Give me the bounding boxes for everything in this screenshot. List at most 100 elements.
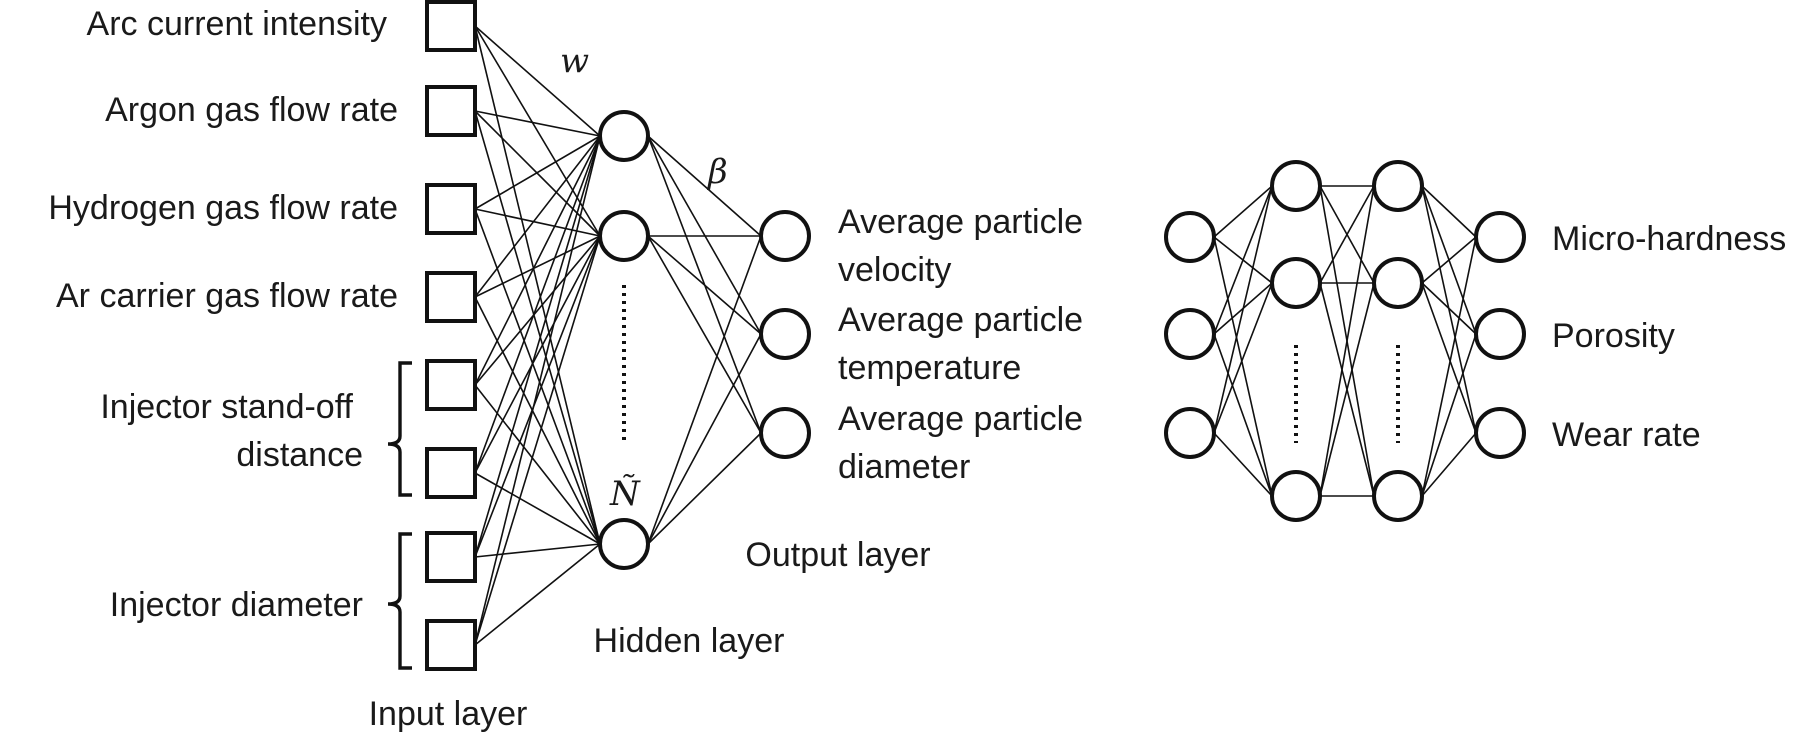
connection-line — [1319, 185, 1375, 284]
connection-line — [647, 135, 762, 335]
output-weight-symbol: β — [706, 152, 728, 192]
right-hidden-node — [1372, 160, 1424, 212]
connection-line — [647, 333, 762, 545]
connection-line — [1213, 236, 1273, 497]
connection-line — [647, 235, 762, 545]
output-node — [759, 308, 811, 360]
connection-line — [1421, 236, 1477, 284]
right-output-label: Porosity — [1552, 317, 1675, 355]
connection-line — [474, 235, 601, 474]
connection-line — [647, 235, 762, 335]
right-hidden-node — [1270, 257, 1322, 309]
left-network-connections — [474, 25, 762, 646]
input-group-label: distance — [236, 436, 363, 474]
right-input-node — [1164, 211, 1216, 263]
hidden-count-symbol: Ñ — [609, 473, 641, 514]
connection-line — [474, 135, 601, 210]
connection-line — [474, 208, 601, 237]
input-node — [425, 85, 477, 137]
connection-line — [647, 235, 762, 434]
input-weight-symbol: w — [560, 41, 589, 81]
connection-line — [647, 432, 762, 545]
connection-line — [1421, 185, 1477, 238]
connection-line — [1421, 333, 1477, 497]
hidden-node — [598, 110, 650, 162]
connection-line — [474, 110, 601, 237]
input-label: Hydrogen gas flow rate — [48, 189, 398, 227]
output-label: temperature — [838, 349, 1021, 387]
right-output-node — [1474, 308, 1526, 360]
input-group-brace — [387, 532, 412, 670]
connection-line — [474, 110, 601, 137]
connection-line — [1421, 282, 1477, 335]
connection-line — [474, 543, 601, 646]
connection-line — [474, 135, 601, 646]
connection-line — [474, 25, 601, 545]
hidden-node — [598, 210, 650, 262]
connection-line — [1421, 282, 1477, 434]
connection-line — [474, 384, 601, 545]
connection-line — [474, 543, 601, 558]
input-group-brace — [387, 361, 412, 497]
right-output-node — [1474, 407, 1526, 459]
connection-line — [474, 135, 601, 558]
connection-line — [474, 135, 601, 298]
input-node — [425, 0, 477, 52]
connection-line — [474, 25, 601, 137]
connection-line — [474, 135, 601, 474]
right-hidden-node — [1372, 470, 1424, 522]
right-hidden-node — [1270, 160, 1322, 212]
connection-line — [474, 110, 601, 545]
right-input-node — [1164, 308, 1216, 360]
output-labels: Average particle velocity Average partic… — [838, 203, 1083, 486]
input-node — [425, 619, 477, 671]
input-layer — [425, 0, 477, 671]
connection-line — [474, 235, 601, 386]
input-node — [425, 447, 477, 499]
right-hidden-node — [1372, 257, 1424, 309]
input-label: Argon gas flow rate — [105, 91, 398, 129]
connection-line — [474, 135, 601, 386]
right-network-connections — [1213, 185, 1477, 497]
connection-line — [474, 235, 601, 646]
connection-line — [1213, 185, 1273, 434]
right-input-node — [1164, 407, 1216, 459]
output-label: Average particle — [838, 301, 1083, 339]
output-layer-label: Output layer — [745, 536, 930, 574]
output-label: Average particle — [838, 203, 1083, 241]
connection-line — [1213, 185, 1273, 238]
input-labels: Arc current intensity Argon gas flow rat… — [48, 5, 398, 624]
connection-line — [1421, 432, 1477, 497]
connection-line — [1319, 282, 1375, 497]
input-node — [425, 359, 477, 411]
input-layer-label: Input layer — [369, 695, 528, 733]
output-label: Average particle — [838, 400, 1083, 438]
right-network: Micro-hardness Porosity Wear rate — [1164, 160, 1786, 522]
input-node — [425, 183, 477, 235]
output-label: velocity — [838, 251, 951, 289]
right-output-node — [1474, 211, 1526, 263]
right-output-label: Wear rate — [1552, 416, 1701, 454]
hidden-layer-label: Hidden layer — [594, 622, 785, 660]
connection-line — [474, 208, 601, 545]
input-node — [425, 531, 477, 583]
right-hidden-node — [1270, 470, 1322, 522]
connection-line — [1213, 333, 1273, 497]
input-label: Ar carrier gas flow rate — [56, 277, 398, 315]
output-layer — [759, 210, 811, 459]
input-node — [425, 271, 477, 323]
connection-line — [1319, 185, 1375, 497]
connection-line — [1213, 432, 1273, 497]
connection-line — [474, 25, 601, 237]
hidden-layer — [598, 110, 650, 570]
connection-line — [1213, 282, 1273, 434]
output-node — [759, 407, 811, 459]
hidden-node — [598, 518, 650, 570]
input-group-label: Injector stand-off — [100, 388, 353, 426]
connection-line — [1421, 236, 1477, 497]
connection-line — [647, 135, 762, 237]
connection-line — [474, 235, 601, 558]
output-node — [759, 210, 811, 262]
output-label: diameter — [838, 448, 970, 486]
